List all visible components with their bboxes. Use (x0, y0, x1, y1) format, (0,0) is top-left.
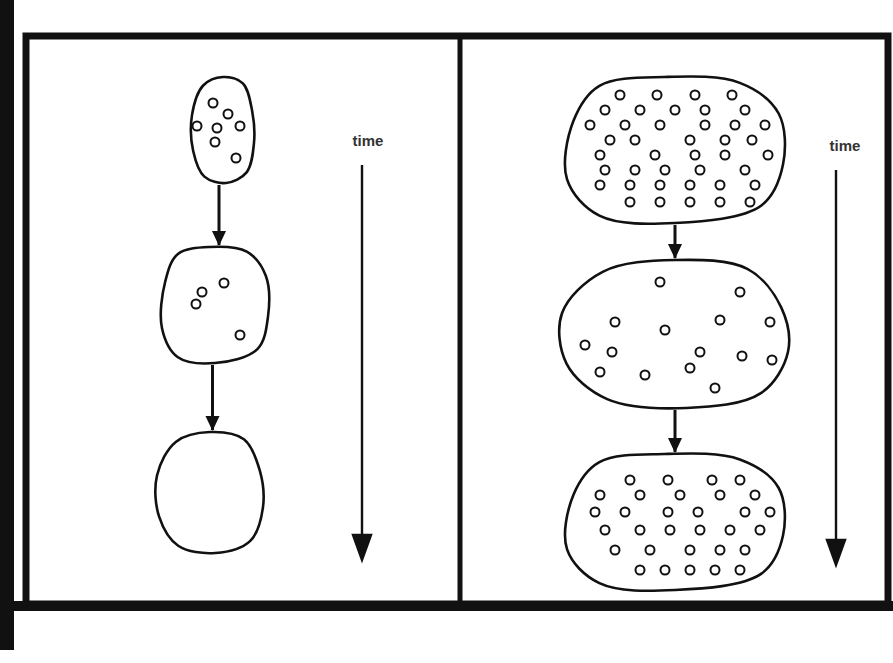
flow-arrow (211, 365, 214, 430)
blob-outline (565, 452, 785, 592)
blob-outline (160, 245, 270, 365)
time-arrow (353, 165, 845, 565)
bottom-bar (14, 601, 893, 611)
blob-outline-path (565, 76, 785, 223)
particle-blob (155, 430, 265, 555)
blob-outline-path (161, 247, 269, 364)
blob-outline (155, 430, 265, 555)
flow-arrow (674, 225, 677, 258)
particle-blob (160, 245, 270, 365)
blob-outline-path (191, 77, 254, 183)
panel-divider (458, 36, 463, 604)
blob-outline-path (155, 432, 263, 553)
particle-blob (560, 258, 790, 410)
particle-dots (192, 91, 777, 575)
axis-label: time (828, 137, 863, 154)
particle-blob (565, 452, 785, 592)
blob-outline-path (559, 260, 789, 409)
blob-outline-path (565, 453, 785, 590)
panel-frame (26, 36, 888, 604)
flow-arrow (674, 410, 677, 452)
edge-strip (0, 0, 14, 650)
flow-arrow (218, 185, 221, 245)
blob-outline (560, 258, 790, 410)
axis-label: time (351, 132, 386, 149)
